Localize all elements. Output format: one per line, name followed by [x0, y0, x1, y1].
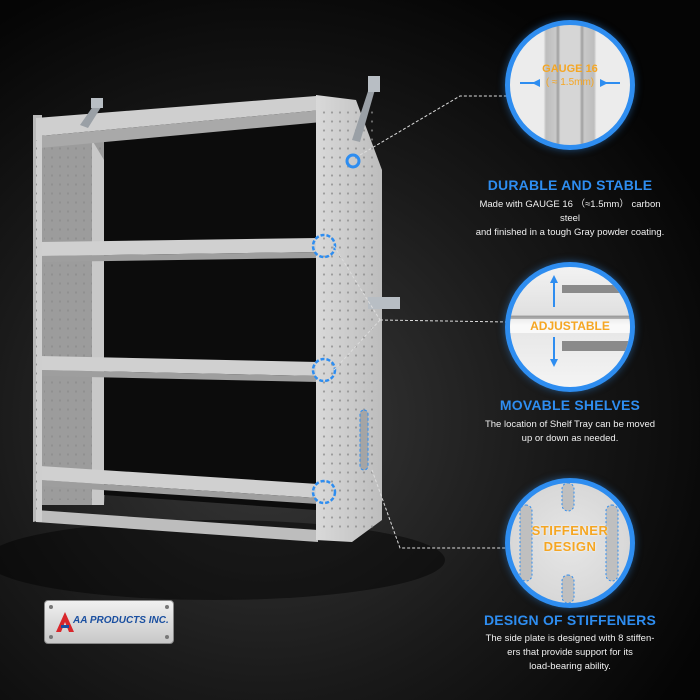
feature-desc-movable-line2: up or down as needed. — [521, 433, 619, 444]
leader-line-2a — [333, 245, 381, 321]
feature-title-stiffeners: DESIGN OF STIFFENERS — [483, 612, 656, 628]
feature-desc-stiffeners-line2: ers that provide support for its — [507, 647, 633, 658]
gauge-callout: GAUGE 16 ( ≈ 1.5mm) — [505, 20, 635, 150]
adjustable-label: ADJUSTABLE — [510, 319, 630, 333]
gauge-label-line2: ( ≈ 1.5mm) — [545, 77, 595, 88]
shelf-marker-3 — [311, 479, 337, 505]
feature-desc-durable-line1: Made with GAUGE 16 （≈1.5mm） carbon steel — [479, 199, 661, 224]
leader-line-1 — [359, 95, 510, 156]
stiffener-slots — [519, 483, 619, 603]
top-right-bracket-plate — [368, 76, 380, 92]
feature-desc-movable: The location of Shelf Tray can be moved … — [475, 418, 665, 446]
stiffener-callout: STIFFENER DESIGN — [505, 478, 635, 608]
top-shelf — [36, 96, 322, 136]
shelf-2-lip — [40, 370, 318, 382]
bolt-icon — [49, 605, 53, 609]
shelf-interior — [104, 120, 316, 510]
gauge-label-line1: GAUGE 16 — [542, 63, 598, 75]
feature-desc-durable-line2: and finished in a tough Gray powder coat… — [475, 227, 665, 238]
brand-name: AA PRODUCTS INC. — [73, 615, 169, 626]
shelf-1-lip — [40, 252, 318, 262]
shelf-marker-2 — [311, 357, 337, 383]
stiffener-label: STIFFENER DESIGN — [510, 523, 630, 555]
feature-title-movable: MOVABLE SHELVES — [499, 397, 641, 413]
brand-logo: AA PRODUCTS INC. — [44, 600, 174, 644]
shelf-1 — [40, 238, 318, 256]
stiffener-slot — [359, 409, 369, 471]
feature-desc-stiffeners-line1: The side plate is designed with 8 stiffe… — [485, 633, 655, 644]
feature-title-durable: DURABLE AND STABLE — [487, 177, 653, 193]
shelf-3-lip — [40, 480, 318, 504]
top-shelf-edge — [40, 110, 322, 148]
stiffener-label-line2: DESIGN — [543, 539, 597, 554]
feature-desc-movable-line1: The location of Shelf Tray can be moved — [484, 419, 656, 430]
gauge-arrows — [520, 79, 620, 87]
stiffener-label-line1: STIFFENER — [531, 523, 609, 538]
shelf-marker-1 — [311, 233, 337, 259]
top-left-bracket — [80, 102, 103, 128]
feature-desc-stiffeners: The side plate is designed with 8 stiffe… — [480, 632, 660, 674]
leader-line-3 — [371, 469, 506, 549]
bolt-icon — [165, 605, 169, 609]
leader-line-2b — [333, 319, 381, 371]
shelf-2 — [40, 356, 318, 376]
gauge-label: GAUGE 16 ( ≈ 1.5mm) — [510, 63, 630, 89]
bottom-rail — [36, 510, 318, 542]
shelf-3 — [40, 466, 318, 498]
adjustable-arrows — [550, 275, 630, 367]
brand-mark-icon — [56, 612, 74, 632]
side-bracket — [368, 297, 400, 309]
top-right-bracket — [352, 85, 376, 142]
adjustable-callout: ADJUSTABLE — [505, 262, 635, 392]
leader-line-2c — [379, 319, 509, 323]
right-side-panel-holes — [318, 110, 378, 530]
bolt-icon — [49, 635, 53, 639]
feature-desc-stiffeners-line3: load-bearing ability. — [529, 661, 611, 672]
gauge-marker — [345, 153, 361, 169]
top-left-bracket-plate — [91, 98, 103, 108]
bolt-icon — [165, 635, 169, 639]
feature-desc-durable: Made with GAUGE 16 （≈1.5mm） carbon steel… — [470, 198, 670, 240]
left-post-holes — [36, 140, 42, 510]
